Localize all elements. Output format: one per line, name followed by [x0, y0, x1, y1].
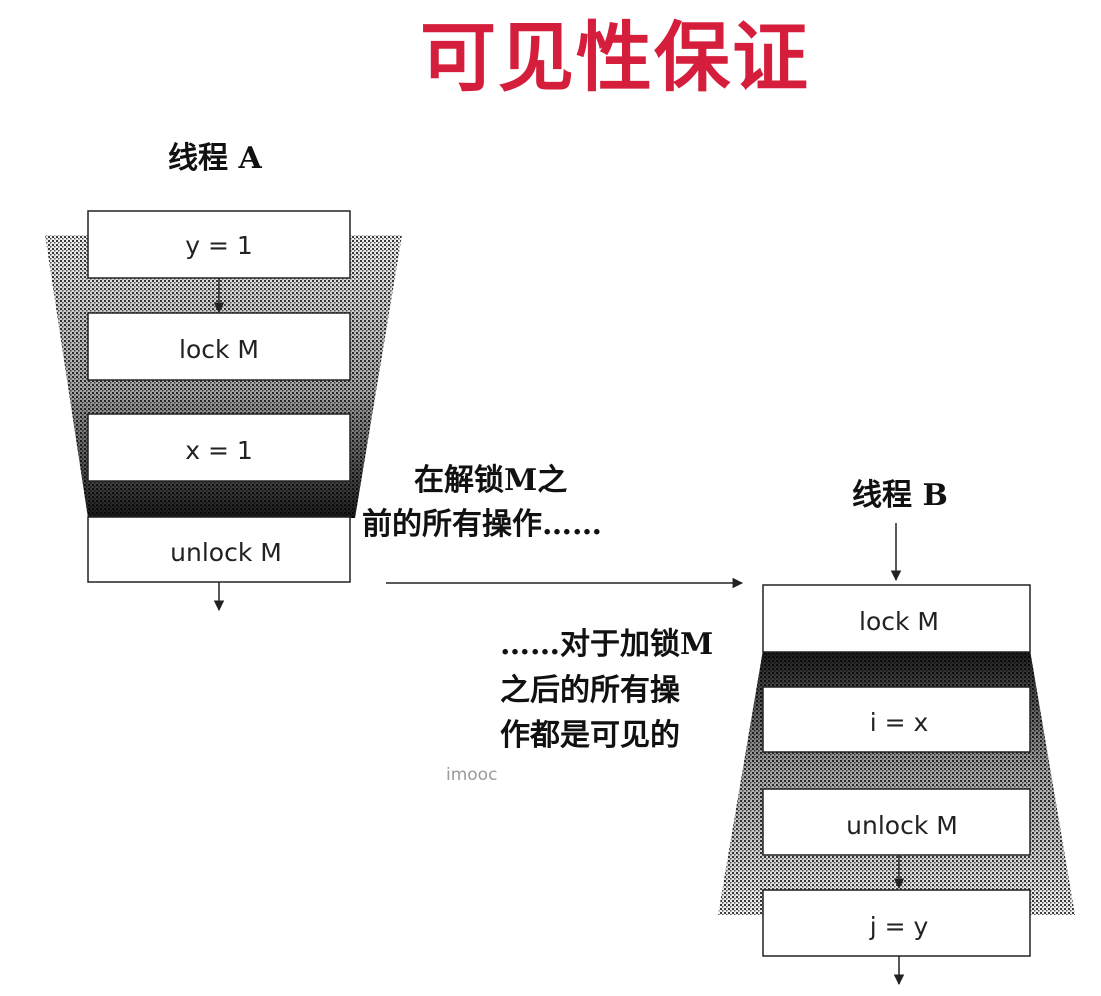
- thread-a-step-3-label: x = 1: [185, 436, 253, 465]
- thread-b-step-3: unlock M: [762, 788, 1031, 856]
- thread-a-step-3: x = 1: [87, 413, 351, 482]
- thread-a-step-2-label: lock M: [179, 335, 259, 364]
- watermark: imooc: [446, 765, 497, 785]
- acquire-caption-line-1: ……对于加锁M: [500, 627, 713, 662]
- thread-b-label: 线程 B: [852, 478, 948, 513]
- acquire-caption-line-2: 之后的所有操: [500, 673, 681, 708]
- thread-a-step-4: unlock M: [87, 516, 351, 583]
- thread-b-step-1: lock M: [762, 584, 1031, 653]
- thread-a-step-1: y = 1: [87, 210, 351, 279]
- release-caption-line-2: 前的所有操作……: [362, 507, 602, 542]
- thread-b-step-1-label: lock M: [859, 607, 939, 636]
- page-title: 可见性保证: [420, 13, 810, 102]
- thread-a-step-4-label: unlock M: [170, 538, 282, 567]
- thread-b-step-4-label: j = y: [869, 912, 929, 941]
- thread-a-step-1-label: y = 1: [185, 231, 253, 260]
- thread-a-label: 线程 A: [168, 141, 262, 176]
- acquire-caption-line-3: 作都是可见的: [500, 718, 680, 753]
- thread-b-step-4: j = y: [762, 889, 1031, 957]
- release-caption-line-1: 在解锁M之: [414, 463, 567, 498]
- thread-b-step-3-label: unlock M: [846, 811, 958, 840]
- thread-b-step-2: i = x: [762, 686, 1031, 753]
- thread-b-step-2-label: i = x: [870, 708, 929, 737]
- thread-a-step-2: lock M: [87, 312, 351, 381]
